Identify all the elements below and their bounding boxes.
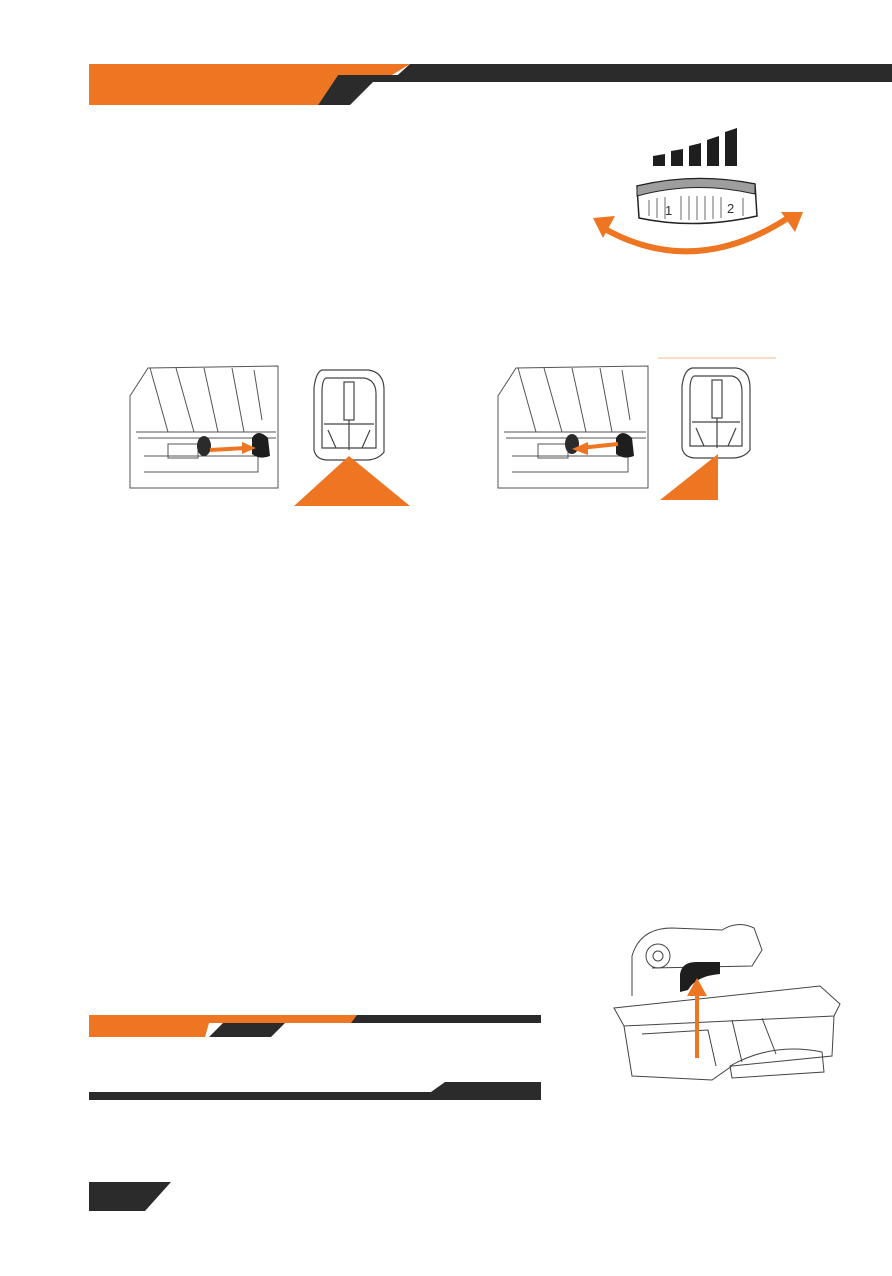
speed-dial-figure: 1 2 bbox=[585, 120, 815, 260]
dust-port-figure bbox=[612, 916, 844, 1086]
dial-number-2: 2 bbox=[727, 201, 734, 216]
blade-guide-figure-a bbox=[128, 360, 438, 510]
dial-number-1: 1 bbox=[665, 203, 672, 218]
page-number-tab bbox=[89, 1182, 179, 1212]
section-divider-lower bbox=[89, 1080, 541, 1102]
header-band bbox=[0, 0, 892, 110]
speed-level-bars bbox=[653, 128, 737, 166]
blade-guide-figure-b bbox=[496, 354, 786, 510]
section-divider-upper bbox=[89, 1012, 541, 1042]
